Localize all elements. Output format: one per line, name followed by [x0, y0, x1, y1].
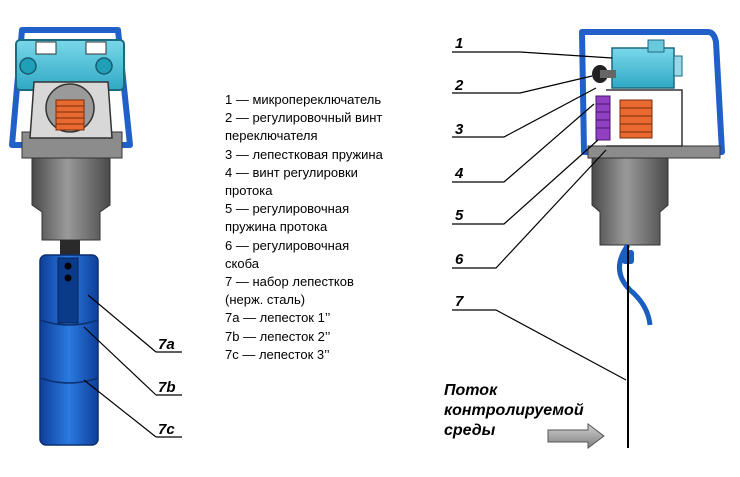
legend-line: (нерж. сталь): [225, 292, 306, 308]
flow-caption-line: Поток: [444, 382, 498, 399]
label-7: 7: [455, 293, 464, 310]
flow-caption-line: контролируемой: [444, 402, 584, 419]
front-body: [31, 157, 111, 241]
label-2: 2: [454, 77, 464, 94]
side-cover: [579, 29, 725, 155]
side-leader-lines: [452, 51, 627, 381]
legend-line: 7c — лепесток 3’’: [225, 346, 330, 362]
legend-line: 3 — лепестковая пружина: [225, 146, 383, 162]
legend-line: 5 — регулировочная: [225, 201, 350, 217]
legend-line: 7 — набор лепестков: [225, 274, 354, 290]
legend-line: 6 — регулировочная: [225, 237, 350, 253]
leader-7a: [87, 294, 157, 353]
legend-line: 1 — микропереключатель: [225, 92, 382, 107]
legend-line: протока: [225, 183, 273, 199]
label-4: 4: [454, 165, 464, 182]
side-bracket: [606, 89, 683, 147]
front-paddles: [39, 254, 99, 446]
legend-line: 7a — лепесток 1’’: [225, 310, 331, 326]
side-microswitch: [611, 47, 675, 89]
leader-7c: [83, 379, 157, 438]
flow-arrow-icon: [547, 423, 605, 449]
legend-line: 7b — лепесток 2’’: [225, 328, 331, 344]
legend-line: 4 — винт регулировки: [225, 164, 358, 180]
front-view-device: 7a 7b 7c: [9, 27, 182, 446]
side-view-device: 1 2 3 4 5 6 7: [452, 29, 725, 449]
label-6: 6: [455, 251, 464, 268]
side-orange-spring: [619, 99, 653, 139]
label-7b: 7b: [158, 379, 176, 396]
label-7a: 7a: [158, 336, 175, 353]
legend-line: скоба: [225, 255, 259, 271]
leader-7b: [83, 326, 157, 396]
side-purple-spring: [595, 95, 611, 141]
flow-caption-line: среды: [444, 422, 496, 439]
label-7c: 7c: [158, 421, 175, 438]
side-base-plate: [587, 145, 721, 159]
front-spring: [55, 99, 85, 131]
side-cable: [617, 243, 653, 326]
front-cover: [9, 27, 133, 148]
legend-line: переключателя: [225, 128, 318, 144]
side-adjust-screw: [592, 65, 616, 83]
label-5: 5: [455, 207, 464, 224]
legend-line: пружина протока: [225, 219, 328, 235]
label-1: 1: [455, 35, 463, 52]
label-3: 3: [455, 121, 464, 138]
flow-caption: Поток контролируемой среды: [444, 381, 584, 441]
side-body: [591, 157, 669, 246]
legend: 1 — микропереключатель 2 — регулировочны…: [225, 91, 430, 364]
legend-line: 2 — регулировочный винт: [225, 110, 383, 126]
